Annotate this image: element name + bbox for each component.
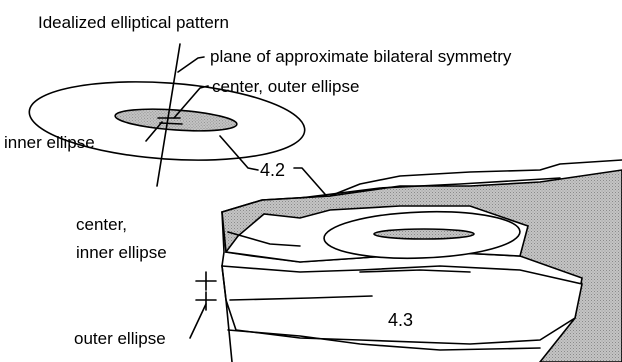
label-4-3: 4.3: [388, 310, 413, 330]
outcrop-lower-white-face: [222, 266, 582, 344]
leader-plane: [178, 57, 204, 72]
label-center-inner-2: inner ellipse: [76, 243, 167, 262]
label-center-inner-1: center,: [76, 215, 127, 234]
outcrop-inner-ellipse: [374, 229, 474, 239]
label-outer-ellipse: outer ellipse: [74, 329, 166, 348]
label-plane-symmetry: plane of approximate bilateral symmetry: [210, 47, 512, 66]
label-4-2: 4.2: [260, 160, 285, 180]
label-center-outer-ellipse: center, outer ellipse: [212, 77, 359, 96]
diagram-title: Idealized elliptical pattern: [38, 13, 229, 32]
label-inner-ellipse: inner ellipse: [4, 133, 95, 152]
leader-outer-ellipse-lower: [190, 304, 206, 338]
inner-ellipse-shape: [114, 106, 237, 134]
